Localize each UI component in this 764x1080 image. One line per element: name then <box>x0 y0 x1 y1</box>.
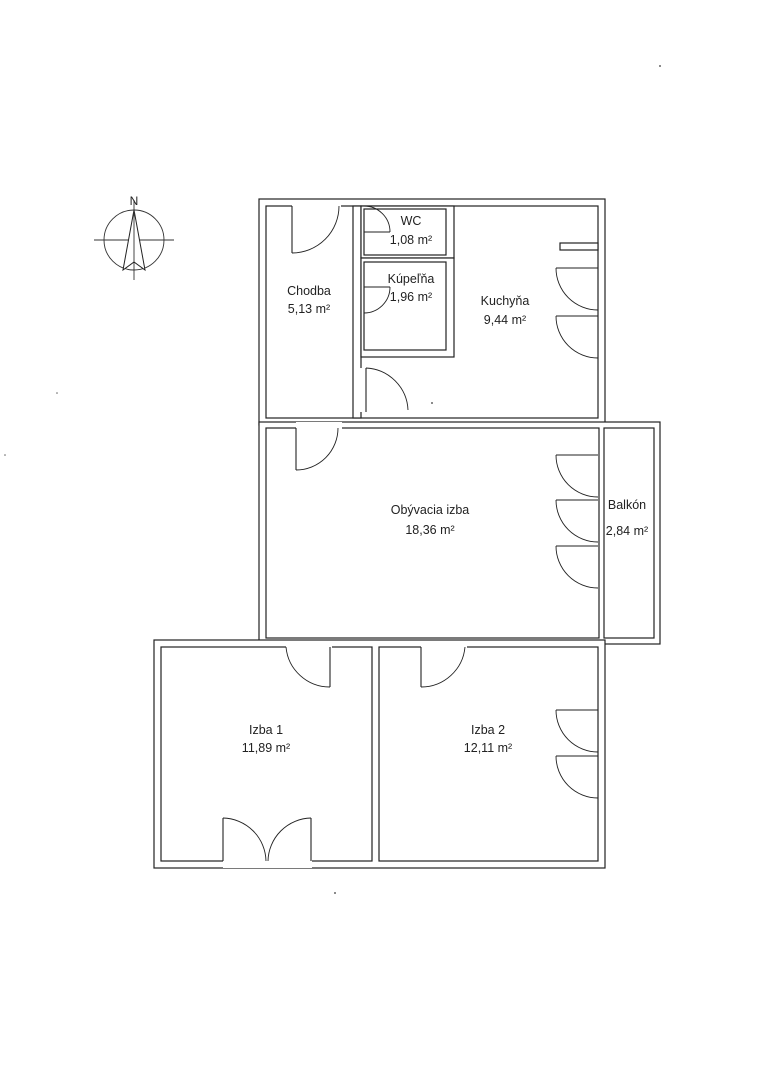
speck <box>334 892 336 894</box>
door-arc-kitchen-1 <box>555 267 599 311</box>
room-area-wc: 1,08 m² <box>390 233 432 247</box>
door-arc-balcony-1 <box>555 454 599 498</box>
room-name-wc: WC <box>401 214 422 228</box>
door-arc-kitchen-2 <box>555 315 599 359</box>
room-name-kuchyna: Kuchyňa <box>481 294 530 308</box>
speck <box>659 65 661 67</box>
door-arc-wc <box>363 205 391 233</box>
door-gap-izba1 <box>286 641 332 651</box>
outer-walls <box>153 198 661 869</box>
speck <box>4 454 6 456</box>
wall-kupelna-inner <box>363 261 447 351</box>
room-area-kupelna: 1,96 m² <box>390 290 432 304</box>
door-arc-izba2 <box>420 646 466 688</box>
door-gap-izba1-bottom <box>223 856 312 868</box>
room-area-chodba: 5,13 m² <box>288 302 330 316</box>
room-name-izba1: Izba 1 <box>249 723 283 737</box>
door-arc-izba1 <box>285 646 331 688</box>
speck <box>431 402 433 404</box>
door-arc-living <box>295 427 339 471</box>
door-arc-balcony-2 <box>555 499 599 543</box>
room-name-izba2: Izba 2 <box>471 723 505 737</box>
room-area-balkon: 2,84 m² <box>606 524 648 538</box>
room-area-obyvacia: 18,36 m² <box>405 523 454 537</box>
room-labels: WC 1,08 m² Chodba 5,13 m² Kúpeľňa 1,96 m… <box>242 214 648 755</box>
room-name-kupelna: Kúpeľňa <box>388 272 435 286</box>
door-arc-kupelna <box>363 286 391 314</box>
compass: N <box>94 194 174 280</box>
compass-north-label: N <box>130 194 139 208</box>
door-gap-living <box>296 422 342 432</box>
door-arc-chodba-lower <box>365 367 409 411</box>
wall-living-inner <box>265 427 600 639</box>
door-arc-izba1-bottom-left <box>222 817 267 862</box>
room-area-izba2: 12,11 m² <box>464 741 512 755</box>
wall-balcony-inner <box>603 427 655 639</box>
wall-kitchen-stub <box>559 242 599 251</box>
door-arc-izba2-right-2 <box>555 755 599 799</box>
room-name-balkon: Balkón <box>608 498 646 512</box>
door-gap-chodba <box>292 200 341 211</box>
room-name-obyvacia: Obývacia izba <box>391 503 470 517</box>
door-gap-izba2 <box>421 641 467 651</box>
door-arc-izba2-right-1 <box>555 709 599 753</box>
door-arc-chodba <box>291 205 340 254</box>
room-name-chodba: Chodba <box>287 284 331 298</box>
speck <box>56 392 58 394</box>
door-arc-izba1-bottom-right <box>267 817 312 862</box>
inner-walls <box>352 205 599 419</box>
door-arc-balcony-3 <box>555 545 599 589</box>
scan-specks <box>4 65 661 894</box>
room-area-kuchyna: 9,44 m² <box>484 313 526 327</box>
doors <box>222 200 599 868</box>
room-area-izba1: 11,89 m² <box>242 741 290 755</box>
door-gap-chodba-lower <box>354 368 368 412</box>
wall-izba2-inner <box>378 646 599 862</box>
wall-izba1-inner <box>160 646 373 862</box>
